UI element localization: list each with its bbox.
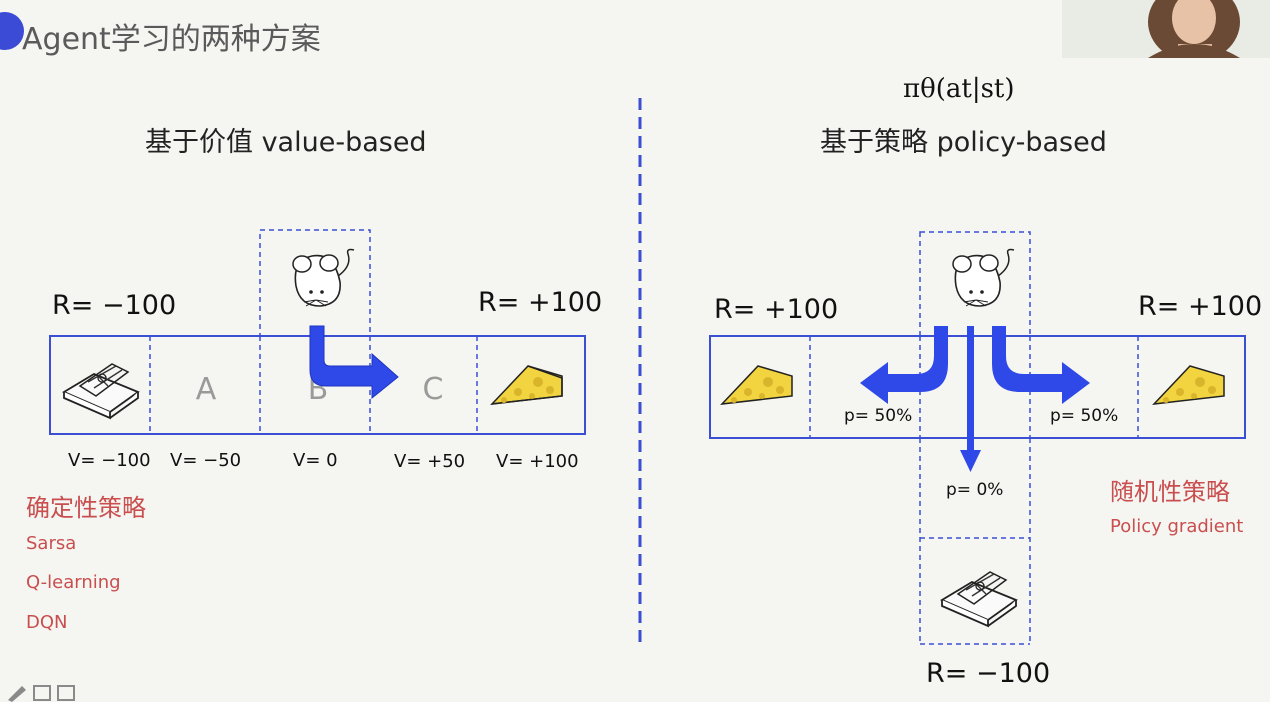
- cheese-icon: [720, 365, 793, 405]
- left-reward-cheese: R= +100: [478, 287, 603, 318]
- slide-title: Agent学习的两种方案: [22, 22, 321, 57]
- formula-text: πθ(at|st): [903, 74, 1015, 104]
- deterministic-policy-label: 确定性策略: [26, 494, 146, 522]
- algo-dqn: DQN: [26, 612, 68, 633]
- prob-left: p= 50%: [844, 406, 913, 426]
- right-reward-bottom: R= −100: [926, 658, 1051, 689]
- stochastic-policy-label: 随机性策略: [1110, 478, 1230, 506]
- value-label: V= −100: [68, 450, 151, 471]
- policy-formula: πθ(at|st): [903, 74, 1015, 104]
- value-label: V= −50: [170, 450, 242, 471]
- value-label: V= +50: [394, 451, 466, 472]
- policy-grid: [709, 231, 1246, 645]
- algo-qlearning: Q-learning: [26, 572, 121, 593]
- value-label: V= +100: [496, 451, 579, 472]
- mouse-icon: [952, 248, 1015, 307]
- webcam-overlay: [1062, 0, 1270, 58]
- cell-a: A: [195, 372, 217, 407]
- center-divider: [638, 98, 642, 646]
- mousetrap-icon: [940, 571, 1018, 628]
- mousetrap-icon: [62, 363, 140, 420]
- slide-logo-dot: [0, 12, 24, 50]
- policy-based-heading: 基于策略 policy-based: [820, 127, 1107, 158]
- right-reward-right: R= +100: [1138, 291, 1263, 322]
- mouse-icon: [292, 248, 355, 307]
- value-label: V= 0: [293, 450, 338, 471]
- cell-c: C: [422, 372, 444, 407]
- cheese-icon: [490, 365, 563, 405]
- algo-sarsa: Sarsa: [26, 533, 77, 554]
- move-arrow-right: [309, 325, 399, 400]
- value-based-heading: 基于价值 value-based: [145, 127, 427, 158]
- left-reward-trap: R= −100: [52, 290, 177, 321]
- policy-arrows: [860, 326, 1090, 472]
- presenter-video-icon: [1062, 0, 1270, 58]
- policy-gradient-label: Policy gradient: [1110, 516, 1244, 537]
- prob-right: p= 50%: [1050, 406, 1119, 426]
- cheese-icon: [1152, 365, 1225, 405]
- toolbar-pen-icon[interactable]: [4, 682, 104, 702]
- prob-down: p= 0%: [946, 480, 1004, 500]
- right-reward-left: R= +100: [714, 294, 839, 325]
